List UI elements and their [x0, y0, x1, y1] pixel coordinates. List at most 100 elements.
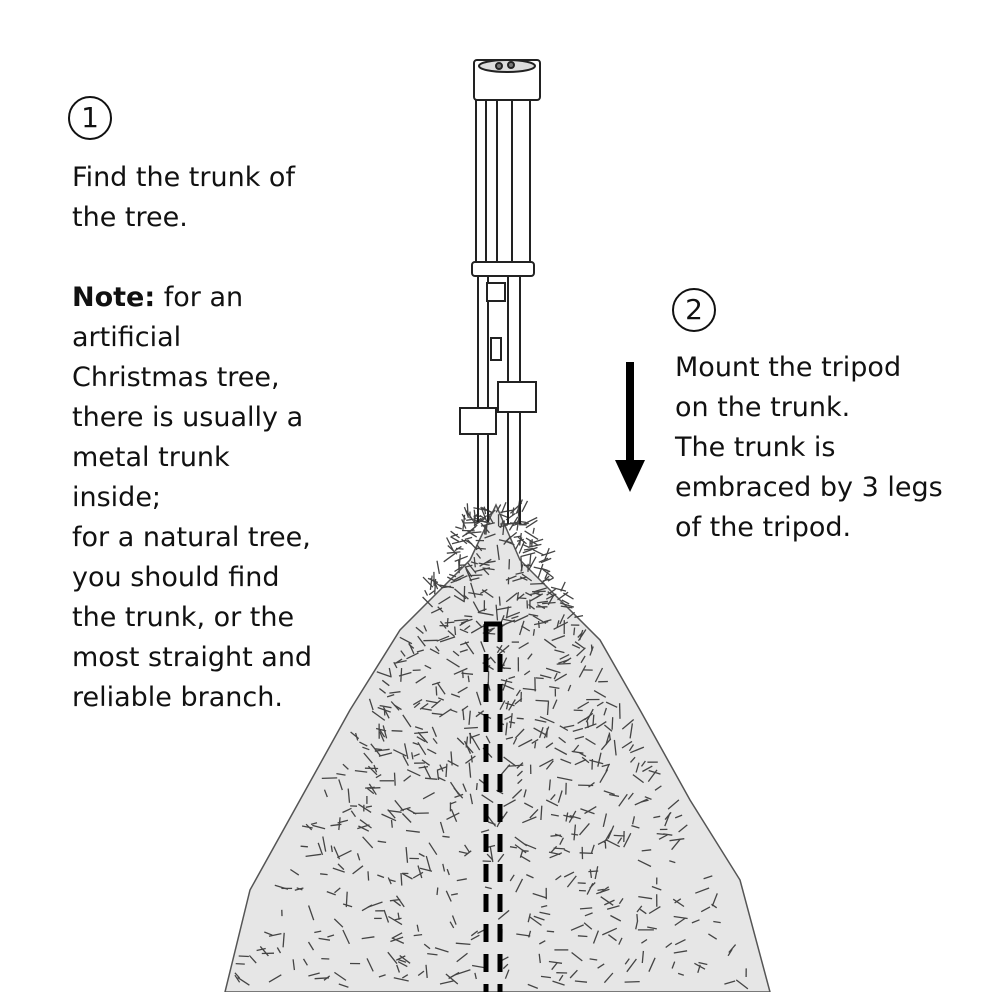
tree-needle: [618, 898, 624, 905]
tree-needle: [608, 934, 617, 942]
tree-needle: [530, 582, 545, 585]
tree-needle: [609, 793, 620, 798]
tree-needle: [259, 945, 269, 957]
tree-needle: [522, 687, 537, 691]
tree-needle: [367, 765, 378, 776]
tree-needle: [396, 964, 401, 973]
tree-needle: [579, 752, 587, 757]
tree-needle: [423, 943, 431, 950]
tree-needle: [450, 709, 458, 713]
tree-needle: [528, 603, 535, 610]
tree-needle: [481, 794, 494, 804]
tree-needle: [520, 552, 536, 558]
tree-needle: [363, 752, 373, 764]
tree-needle: [442, 863, 446, 872]
tree-needle: [563, 724, 575, 729]
tree-needle: [450, 533, 459, 538]
tree-needle: [589, 759, 604, 765]
tree-needle: [631, 824, 640, 829]
tree-needle: [499, 700, 506, 711]
tree-needle: [569, 969, 578, 979]
tree-needle: [671, 838, 682, 851]
tree-needle: [534, 718, 547, 723]
tree-needle: [573, 824, 577, 841]
tree-needle: [496, 606, 512, 611]
tree-needle: [529, 916, 542, 926]
tree-needle: [546, 701, 550, 716]
tree-needle: [504, 715, 512, 721]
tree-needle: [695, 887, 710, 894]
tree-needle: [516, 592, 520, 601]
tree-needle: [603, 790, 615, 796]
tree-needle: [378, 752, 393, 757]
tree-needle: [626, 958, 637, 973]
tree-needle: [498, 596, 501, 606]
tree-needle: [345, 891, 348, 908]
tree-needle: [473, 509, 477, 520]
tree-needle: [376, 671, 392, 678]
tree-needle: [565, 812, 569, 822]
tree-needle: [549, 852, 563, 859]
tree-needle: [559, 614, 565, 625]
tree-needle: [617, 837, 623, 844]
tree-needle: [574, 641, 586, 650]
tree-needle: [503, 799, 516, 807]
tree-needle: [446, 868, 450, 876]
tree-needle: [635, 920, 639, 930]
tree-needle: [574, 758, 587, 766]
tree-needle: [483, 568, 490, 576]
tree-needle: [460, 618, 473, 624]
tree-needle: [392, 937, 405, 944]
tree-needle: [674, 898, 682, 904]
tree-needle: [391, 932, 403, 939]
note-line: Christmas tree,: [72, 362, 280, 393]
tree-needle: [577, 717, 587, 724]
tree-needle: [527, 653, 533, 660]
tree-needle: [671, 961, 676, 969]
tree-needle: [454, 555, 468, 563]
tree-needle: [454, 793, 464, 799]
tree-needle: [489, 656, 496, 664]
tree-needle: [523, 789, 527, 798]
tree-needle: [393, 977, 409, 982]
tree-needle: [464, 641, 475, 655]
tree-needle: [447, 576, 456, 582]
tree-needle: [395, 955, 406, 961]
tree-needle: [528, 613, 539, 617]
tree-needle: [318, 937, 331, 941]
tree-needle: [436, 560, 441, 575]
tree-needle: [465, 531, 482, 535]
tree-needle: [480, 506, 488, 522]
tree-needle: [677, 972, 684, 976]
tree-needle: [439, 620, 447, 629]
tree-needle: [400, 668, 403, 682]
tree-needle: [475, 620, 483, 629]
tree-needle: [548, 779, 551, 791]
tree-needle: [532, 615, 547, 625]
tree-needle: [563, 849, 571, 853]
tree-needle: [428, 842, 438, 856]
tree-needle: [603, 707, 608, 716]
tree-needle: [394, 799, 405, 812]
tree-needle: [542, 601, 556, 605]
tree-needle: [569, 814, 581, 820]
tree-needle: [362, 746, 370, 751]
tree-needle: [498, 644, 510, 655]
tree-needle: [234, 972, 241, 979]
tree-needle: [461, 705, 469, 712]
step-2-line: on the trunk.: [675, 392, 851, 423]
tree-needle: [413, 753, 420, 757]
tree-needle: [505, 606, 510, 619]
tree-needle: [566, 875, 577, 888]
tree-needle: [381, 679, 390, 687]
tree-needle: [326, 890, 336, 896]
tree-needle: [628, 744, 635, 752]
tree-needle: [711, 893, 718, 907]
tree-needle: [456, 952, 468, 963]
tree-needle: [547, 577, 554, 582]
tree-needle: [458, 554, 461, 570]
tree-needle: [366, 787, 375, 795]
tree-needle: [532, 549, 545, 556]
tree-needle: [455, 526, 462, 530]
tree-needle: [451, 539, 467, 545]
